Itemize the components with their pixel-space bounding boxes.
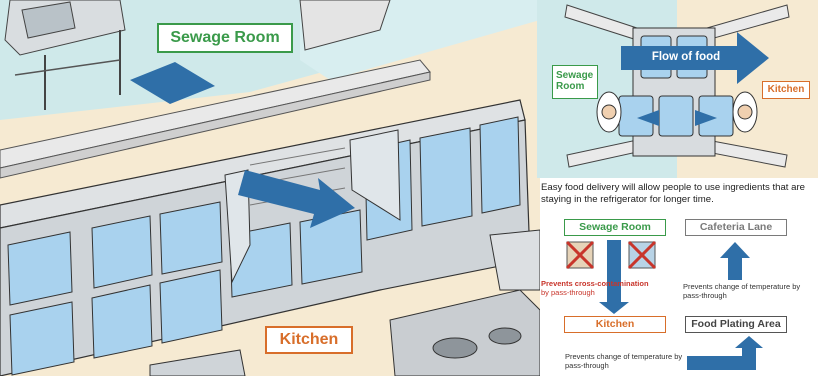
kitchen-illustration: Sewage Room Kitchen	[0, 0, 540, 376]
flowchart: Sewage Room Cafeteria Lane Kitchen Food …	[537, 216, 818, 376]
flow-of-food-label: Flow of food	[641, 51, 731, 63]
note-cross-contamination: Prevents cross-contamination by pass-thr…	[541, 280, 691, 297]
plan-view: Flow of food Sewage Room Kitchen	[537, 0, 818, 178]
note-right: Prevents change of temperature by pass-t…	[683, 283, 813, 300]
illustration-drawing	[0, 0, 540, 376]
note-bottom: Prevents change of temperature by pass-t…	[565, 353, 685, 370]
kitchen-label: Kitchen	[265, 326, 353, 354]
plan-sewage-room-label: Sewage Room	[552, 65, 598, 99]
note-red-sub: by pass-through	[541, 288, 595, 297]
description-text: Easy food delivery will allow people to …	[541, 182, 816, 206]
plan-kitchen-label: Kitchen	[762, 81, 810, 99]
sewage-room-label: Sewage Room	[157, 23, 293, 53]
